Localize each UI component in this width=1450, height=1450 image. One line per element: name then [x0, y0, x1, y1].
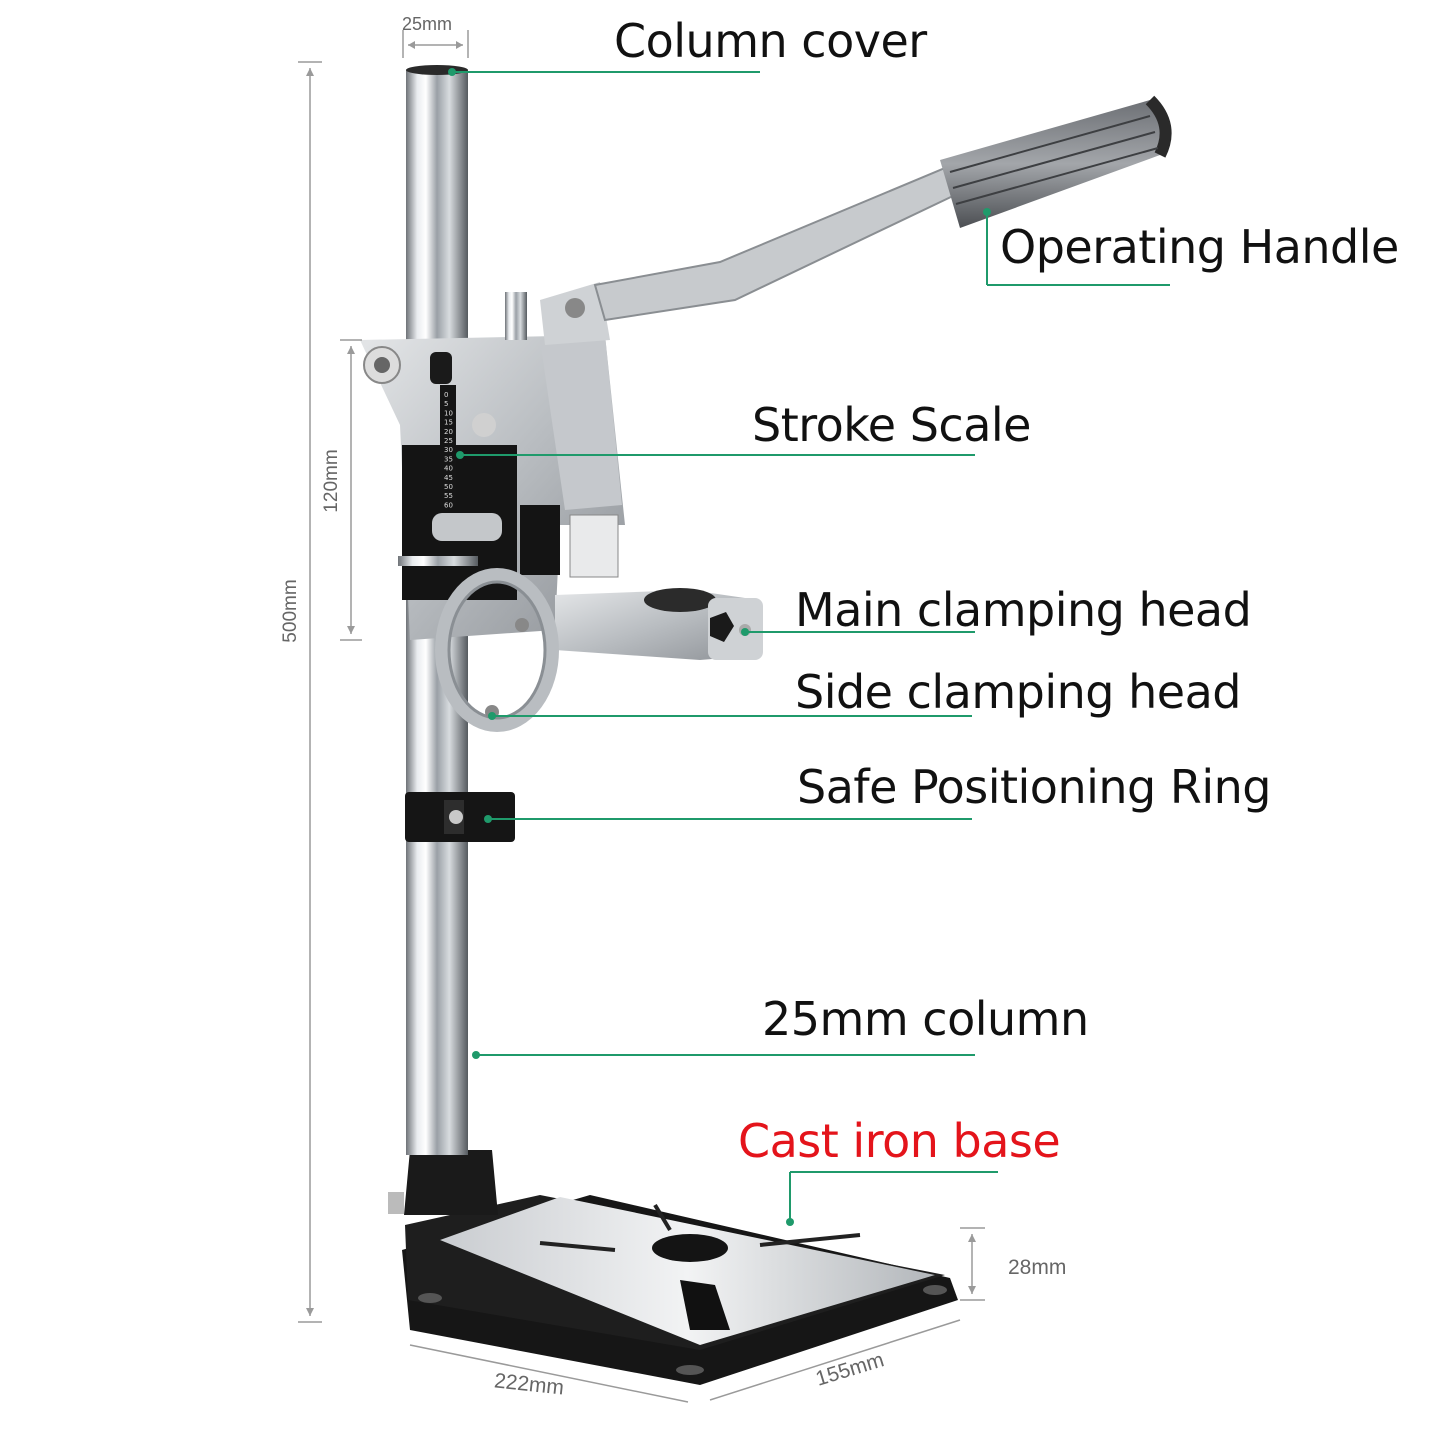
scale-mark: 40 — [444, 465, 453, 473]
label-main-clamping-head: Main clamping head — [795, 583, 1252, 637]
scale-mark: 50 — [444, 483, 453, 491]
label-cast-iron-base: Cast iron base — [738, 1114, 1061, 1168]
label-side-clamping-head: Side clamping head — [795, 665, 1241, 719]
scale-mark: 45 — [444, 474, 453, 482]
scale-mark: 30 — [444, 446, 453, 454]
label-column-cover: Column cover — [614, 14, 927, 68]
label-operating-handle: Operating Handle — [1000, 220, 1399, 274]
scale-mark: 0 — [444, 391, 448, 399]
operating-handle — [593, 95, 1172, 322]
label-stroke-scale: Stroke Scale — [752, 398, 1031, 452]
dimension-arrows — [306, 41, 976, 1316]
dimension-base-thickness: 28mm — [1008, 1256, 1067, 1279]
safe-positioning-ring — [405, 792, 515, 842]
dimension-stroke: 120mm — [321, 449, 342, 513]
scale-mark: 25 — [444, 437, 453, 445]
cast-iron-base — [388, 1150, 958, 1385]
scale-mark: 10 — [444, 409, 453, 417]
dimension-total-height: 500mm — [280, 579, 301, 643]
scale-mark: 20 — [444, 428, 453, 436]
leader-dots — [448, 68, 991, 1226]
dimension-column-diameter: 25mm — [402, 14, 453, 34]
leader-lines — [452, 71, 1170, 1222]
scale-mark: 60 — [444, 501, 453, 509]
label-safe-positioning-ring: Safe Positioning Ring — [797, 760, 1271, 814]
side-clamping-head — [398, 513, 559, 732]
column-cover — [406, 65, 468, 75]
scale-mark: 55 — [444, 492, 453, 500]
scale-mark: 5 — [444, 400, 448, 408]
label-25mm-column: 25mm column — [762, 992, 1089, 1046]
dimension-lines — [298, 30, 985, 1403]
scale-mark: 15 — [444, 419, 453, 427]
scale-mark: 35 — [444, 455, 453, 463]
